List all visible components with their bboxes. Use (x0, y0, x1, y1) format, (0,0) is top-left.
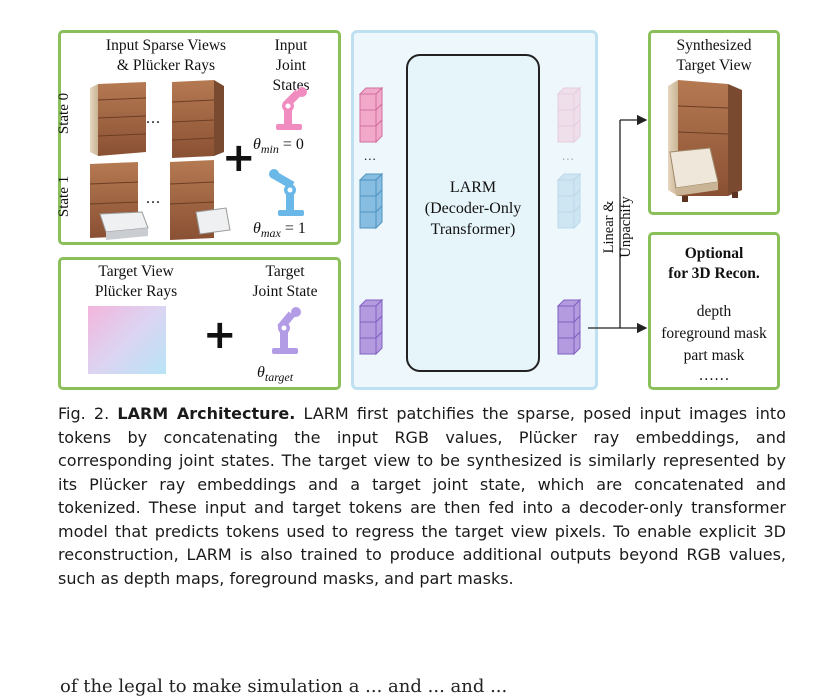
token-stack-pink-faded (556, 86, 582, 144)
optional-item-part-mask: part mask (683, 347, 745, 364)
sparse-views-title: Input Sparse Views & Plücker Rays (105, 37, 227, 74)
theta-max-label: θmax = 1 (253, 220, 306, 241)
optional-item-depth: depth (696, 303, 732, 320)
target-joint-title: Target Joint State (252, 263, 318, 300)
token-ellipsis-left: ... (364, 148, 377, 163)
synthesized-view-title: Synthesized Target View (676, 37, 752, 74)
robot-arm-blue-icon (269, 169, 304, 216)
cabinet-view-state1-a (89, 162, 149, 240)
token-stack-blue-faded (556, 172, 582, 230)
state-0-label: State 0 (56, 92, 73, 135)
figure-caption: Fig. 2. LARM Architecture. LARM first pa… (58, 402, 786, 590)
theta-min-label: θmin = 0 (253, 136, 304, 157)
cabinet-view-state0-b (171, 80, 224, 158)
target-plucker-title: Target View Plücker Rays (94, 263, 178, 300)
robot-arm-purple-icon (272, 307, 301, 354)
caption-title: LARM Architecture. (117, 404, 296, 423)
caption-body: LARM first patchifies the sparse, posed … (58, 404, 786, 588)
theta-target-label: θtarget (257, 364, 294, 385)
state-1-label: State 1 (56, 175, 73, 218)
cabinet-view-state1-b (169, 160, 231, 240)
views-ellipsis-0: ... (146, 110, 161, 127)
plus-sign-target: + (203, 312, 237, 358)
transformer-label: LARM (Decoder-Only Transformer) (424, 179, 522, 238)
token-ellipsis-right: ... (562, 148, 575, 163)
token-stack-purple-left (358, 298, 384, 356)
optional-recon-box (648, 232, 780, 390)
robot-arm-pink-icon (276, 87, 307, 130)
caption-fig-number: Fig. 2. (58, 404, 110, 423)
target-plucker-image (88, 306, 166, 374)
plus-sign-input: + (222, 135, 256, 181)
optional-recon-title: Optional for 3D Recon. (668, 245, 760, 282)
linear-unpatchify-label: Linear & Unpachify (601, 196, 634, 258)
cabinet-view-state0-a (90, 82, 147, 156)
output-arrows (588, 114, 648, 334)
partial-next-line: of the legal to make simulation a ... an… (60, 676, 508, 696)
token-stack-purple-right (556, 298, 582, 356)
views-ellipsis-1: ... (146, 190, 161, 207)
transformer-block (406, 54, 540, 372)
optional-item-ellipsis: …… (698, 367, 730, 384)
optional-item-foreground-mask: foreground mask (661, 325, 767, 342)
token-stack-blue (358, 172, 384, 230)
token-stack-pink (358, 86, 384, 144)
synthesized-cabinet-image (668, 80, 742, 202)
